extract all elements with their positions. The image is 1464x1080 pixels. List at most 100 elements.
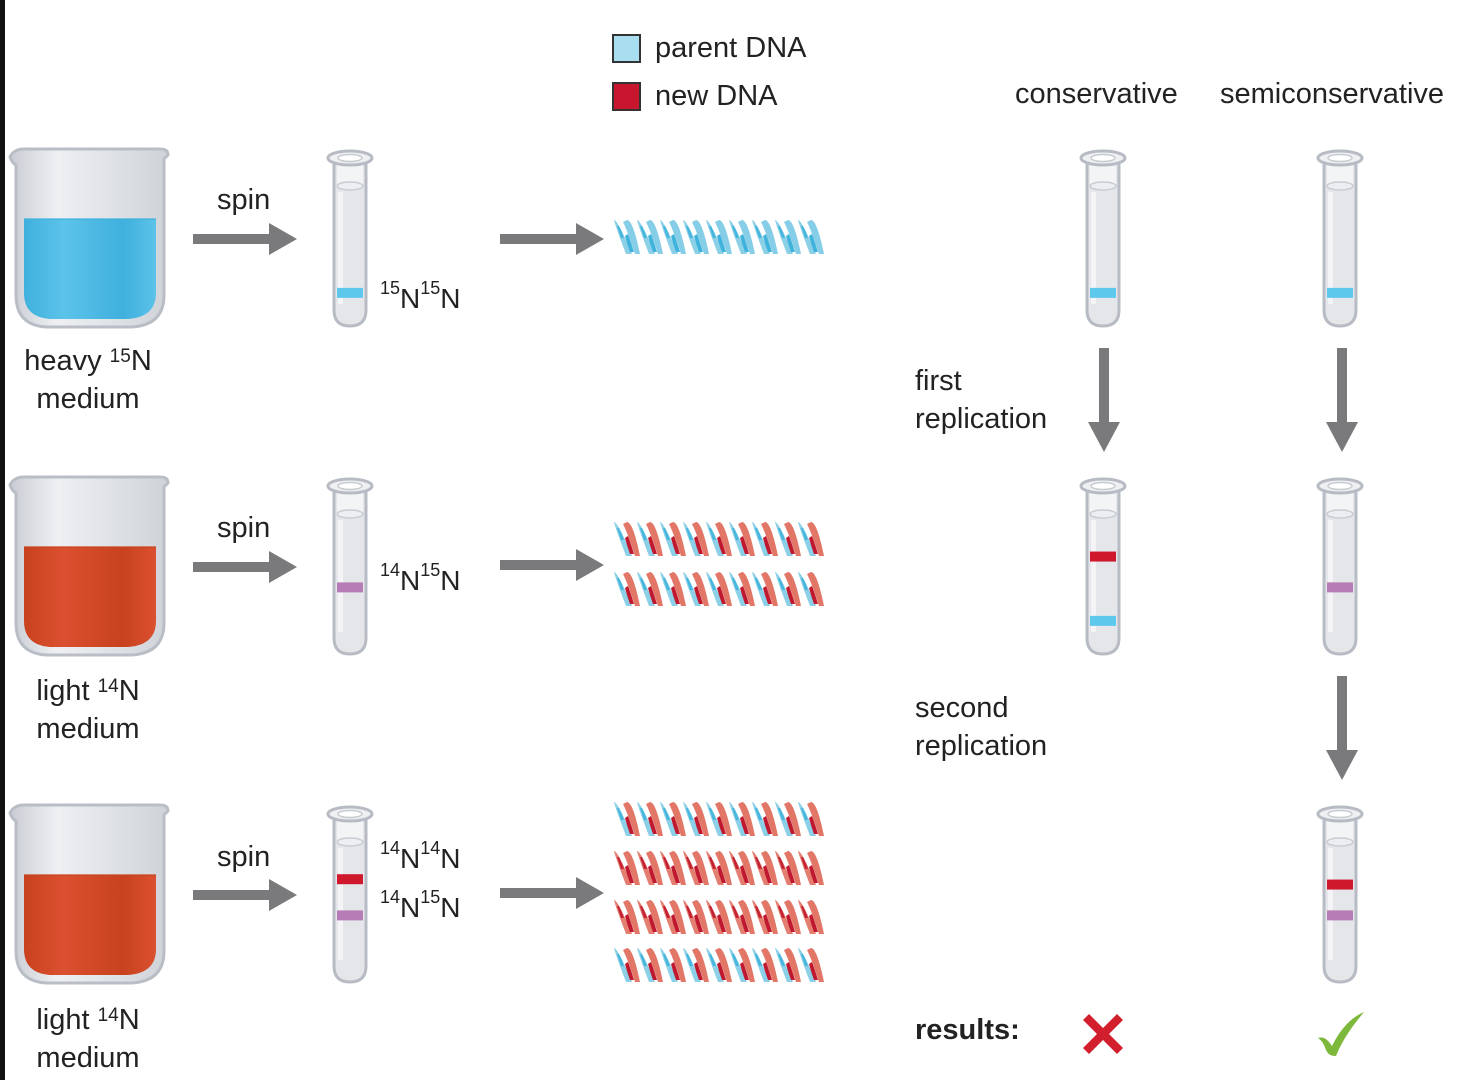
strand-segment [807,900,824,934]
strand-segment [738,851,755,885]
isotope-symbol: N [440,892,461,923]
strand-segment [617,578,624,590]
strand-segment [755,528,762,540]
tube-row2 [326,474,374,658]
strand-segment [709,226,716,238]
arrow-shape [193,879,297,911]
strand-segment [778,808,785,820]
strand-segment [807,220,824,254]
strand-segment [623,220,640,254]
isotope-mass: 14 [97,1005,119,1026]
strand-segment [669,572,686,606]
beaker-liquid [24,219,156,319]
arrow-shape [1088,348,1120,452]
strand-segment [740,536,749,554]
strand-segment [692,572,709,606]
strand-segment [715,220,732,254]
isotope-symbol: N [118,1004,140,1036]
strand-segment [732,906,739,918]
strand-segment [801,857,808,869]
strand-segment [669,802,686,836]
strand-segment [801,528,808,540]
isotope-symbol: N [440,565,461,596]
strand-segment [625,962,634,980]
strand-segment [807,522,824,556]
strand-segment [807,572,824,606]
strand-segment [763,865,772,883]
strand-segment [663,528,670,540]
strand-segment [784,900,801,934]
beaker-liquid [24,875,156,975]
isotope-mass: 14 [380,887,401,907]
band-heavy [1090,287,1116,298]
strand-segment [784,572,801,606]
arrow-down-icon [1325,348,1359,454]
strand-segment [809,234,818,252]
band-light [1327,879,1353,890]
strand-segment [732,954,739,966]
arrow-right-icon [500,222,606,256]
strand-segment [717,586,726,604]
strand-segment [669,900,686,934]
strand-segment [648,914,657,932]
arrow-down-icon [1325,676,1359,782]
isotope-mass: 14 [97,676,119,697]
medium-type-text: light [36,1004,90,1036]
band-heavy [337,287,363,298]
isotope-symbol: N [400,843,421,874]
strand-segment [761,900,778,934]
strand-segment [755,857,762,869]
isotope-mass: 15 [380,278,401,298]
strand-segment [807,948,824,982]
strand-segment [625,536,634,554]
band-hybrid [337,582,363,593]
strand-segment [763,816,772,834]
strand-segment [646,220,663,254]
arrow-shape [500,549,604,581]
strand-segment [646,802,663,836]
strand-segment [717,865,726,883]
strand-segment [740,234,749,252]
legend-swatch-parent [612,33,641,63]
strand-segment [709,578,716,590]
band-label-15n15n: 15N15N [380,278,461,315]
strand-segment [617,528,624,540]
strand-segment [692,851,709,885]
strand-segment [709,954,716,966]
strand-segment [717,536,726,554]
strand-segment [807,802,824,836]
medium-type-text: heavy [24,345,102,377]
strand-segment [648,234,657,252]
medium-type-text: light [36,675,90,707]
column-title-conservative: conservative [1015,78,1178,110]
tube-semiconservative-first [1316,474,1364,658]
strand-segment [686,578,693,590]
strand-segment [786,962,795,980]
strand-segment [740,962,749,980]
beaker-heavy-medium [8,145,170,331]
strand-segment [763,586,772,604]
isotope-symbol: N [440,843,461,874]
legend-item-parent-dna: parent DNA [612,28,807,68]
tube-semiconservative-second [1316,802,1364,986]
arrow-shape [500,223,604,255]
strand-segment [617,808,624,820]
strand-segment [778,857,785,869]
strand-segment [646,948,663,982]
strand-segment [755,906,762,918]
strand-segment [663,226,670,238]
strand-segment [694,586,703,604]
arrow-shape [193,223,297,255]
strand-segment [617,226,624,238]
strand-segment [763,536,772,554]
isotope-symbol: N [440,283,461,314]
strand-segment [761,572,778,606]
strand-segment [738,522,755,556]
beaker-liquid [24,547,156,647]
strand-segment [623,522,640,556]
strand-segment [755,226,762,238]
strand-segment [778,226,785,238]
strand-segment [715,572,732,606]
helix-strands [614,900,824,934]
helix-strands [614,851,824,885]
